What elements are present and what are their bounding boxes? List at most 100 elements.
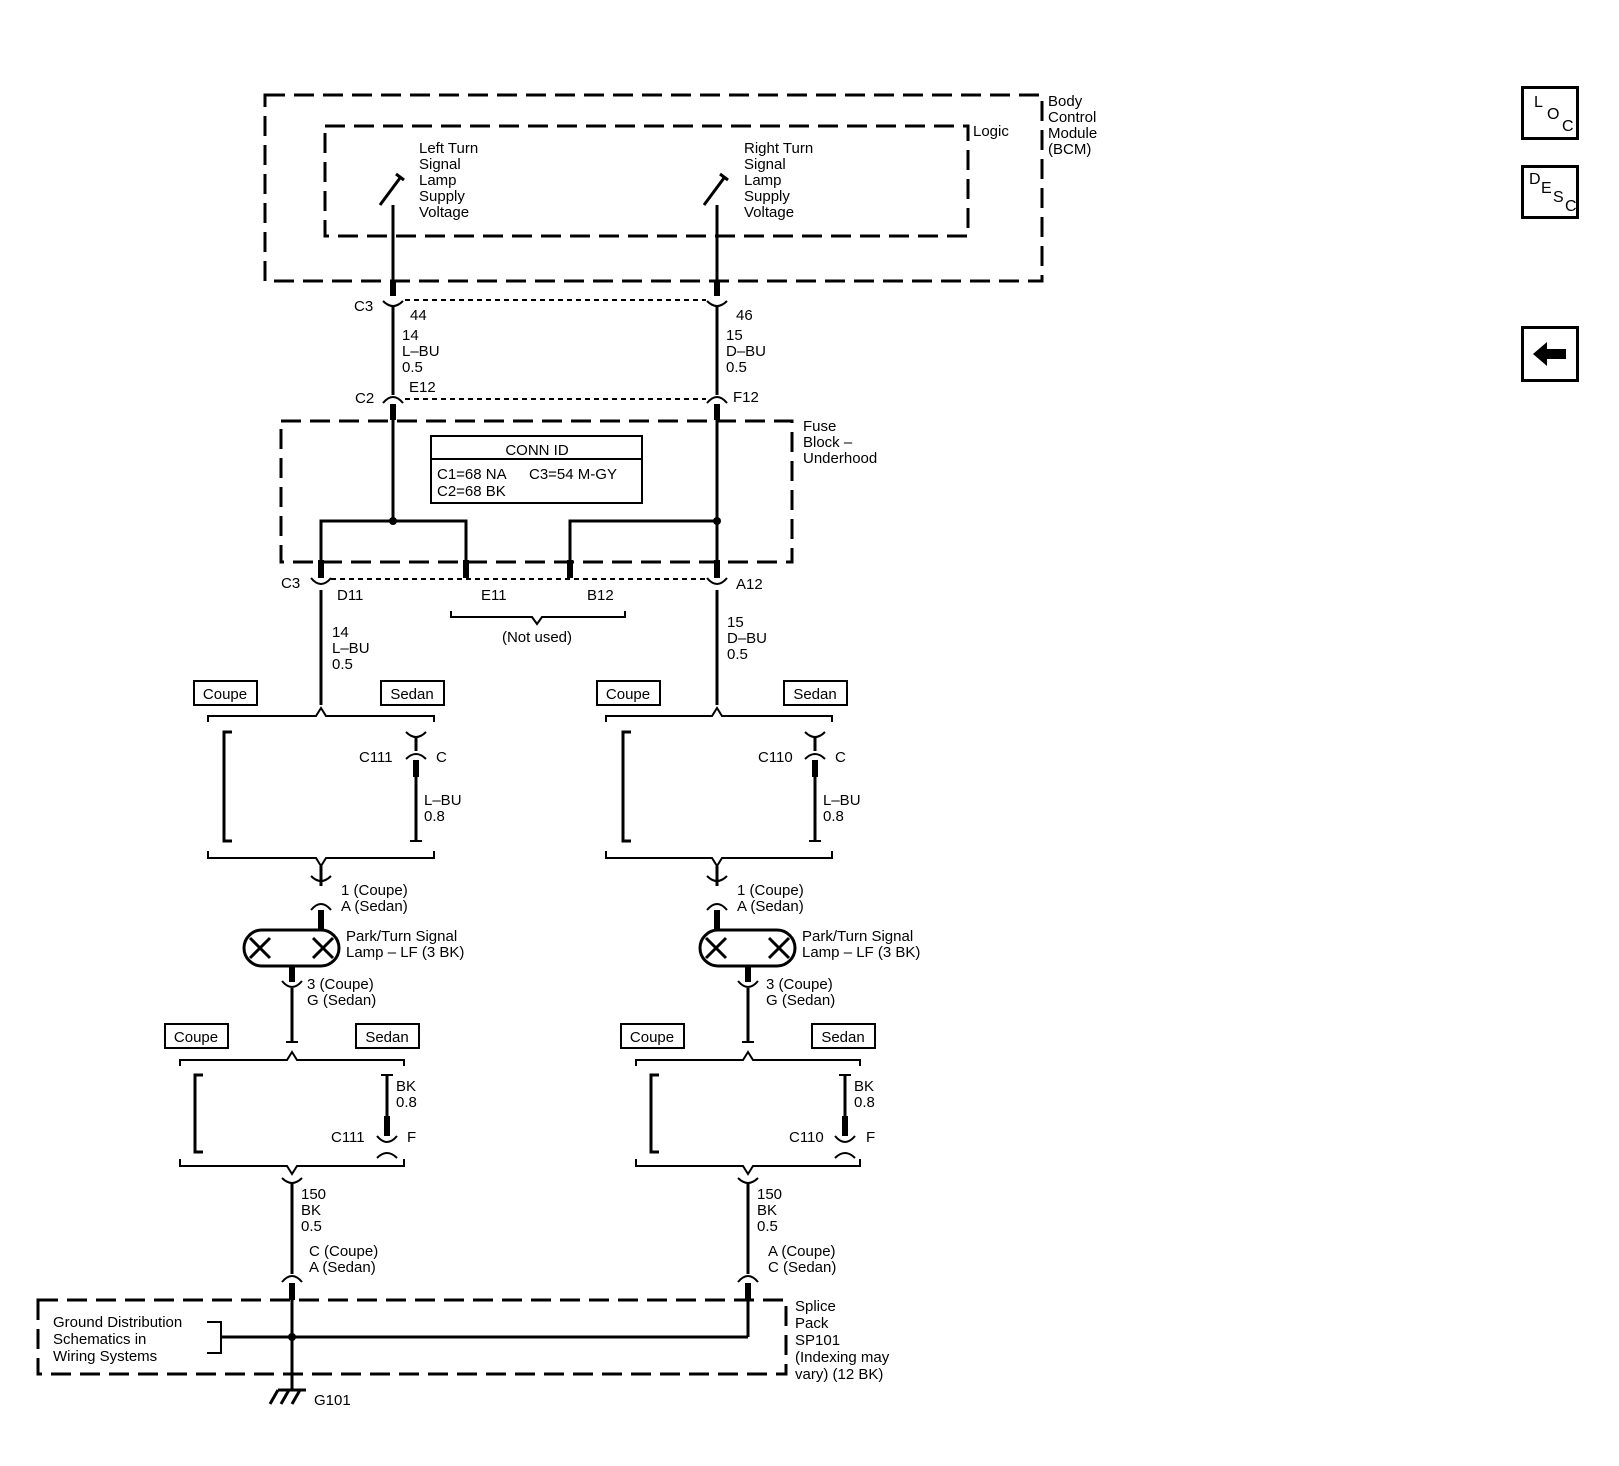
ground-dist-label-2: Schematics in (53, 1331, 146, 1348)
left-sedan-feed-label-2: 0.8 (424, 808, 445, 825)
right-upper-coupe-text: Coupe (606, 686, 650, 703)
logic-label: Logic (973, 123, 1009, 140)
c111-upper-pin-label: C (436, 749, 447, 766)
splice-pack-label-3: SP101 (795, 1332, 840, 1349)
c3-mid-left-connector (310, 577, 332, 585)
right-splice-label-1: A (Coupe) (768, 1243, 836, 1260)
conn-id-line1b: C3=54 M-GY (529, 466, 617, 483)
right-ground-wire-label-1: 150 (757, 1186, 782, 1203)
desc-button[interactable]: D E S C (1521, 165, 1579, 219)
desc-letter-d: D (1529, 171, 1541, 188)
loc-button[interactable]: L O C (1521, 86, 1579, 140)
c3-mid-label: C3 (281, 575, 300, 592)
right-lower-coupe-bypass (649, 1073, 659, 1154)
c110-upper-label: C110 (758, 749, 793, 766)
desc-letter-e: E (1541, 180, 1552, 197)
loc-letter-l: L (1534, 94, 1543, 111)
ground-dist-bracket (207, 1321, 222, 1354)
fuse-block-label-3: Underhood (803, 450, 877, 467)
left-fuse-wire-label-2: L–BU (332, 640, 370, 657)
left-splice-label-1: C (Coupe) (309, 1243, 378, 1260)
right-upper-sedan-text: Sedan (793, 686, 836, 703)
splice-pack-outline (36, 1298, 788, 1376)
not-used-label: (Not used) (502, 629, 572, 646)
right-sedan-feed-label-1: L–BU (823, 792, 861, 809)
c110-upper-pin-label: C (835, 749, 846, 766)
right-ground-wire-label-2: BK (757, 1202, 777, 1219)
c2-label: C2 (355, 390, 374, 407)
pin-46-label: 46 (736, 307, 753, 324)
bcm-label-2: Control (1048, 109, 1096, 126)
fuse-block-label-2: Block – (803, 434, 853, 451)
right-supply-label-3: Lamp (744, 172, 782, 189)
pin-44-label: 44 (410, 307, 427, 324)
right-sedan-ground-label-2: 0.8 (854, 1094, 875, 1111)
right-lower-coupe-tag (620, 1023, 685, 1049)
left-sedan-ground-label-1: BK (396, 1078, 416, 1095)
desc-letter-c: C (1565, 198, 1577, 215)
c110-upper-connector (804, 753, 826, 760)
splice-pack-label-4: (Indexing may (795, 1349, 890, 1366)
left-lower-coupe-bypass (193, 1073, 203, 1154)
back-button[interactable] (1521, 326, 1579, 382)
right-supply-label-4: Supply (744, 188, 790, 205)
c3-top-right-connector (706, 300, 728, 307)
loc-letter-c: C (1562, 118, 1574, 135)
bcm-outline (263, 93, 1044, 283)
c3-top-left-connector (382, 300, 404, 307)
left-bcm-wire-label-1: 14 (402, 327, 419, 344)
ground-icon (268, 1388, 306, 1405)
right-bcm-wire-label-3: 0.5 (726, 359, 747, 376)
left-supply-label-3: Lamp (419, 172, 457, 189)
right-fuse-wire-label-2: D–BU (727, 630, 767, 647)
c111-upper-connector (405, 753, 427, 760)
right-fuse-wire-label-3: 0.5 (727, 646, 748, 663)
logic-outline (323, 124, 970, 238)
right-supply-label-2: Signal (744, 156, 786, 173)
c2-left-connector (382, 396, 404, 404)
pin-e11-label: E11 (481, 587, 507, 604)
right-sedan-feed-label-2: 0.8 (823, 808, 844, 825)
left-fuse-wire-label-1: 14 (332, 624, 349, 641)
left-lower-coupe-tag (164, 1023, 229, 1049)
right-lamp-in-label-2: A (Sedan) (737, 898, 804, 915)
conn-id-title: CONN ID (505, 442, 569, 459)
right-switch-icon (702, 172, 729, 206)
right-lamp-name-1: Park/Turn Signal (802, 928, 913, 945)
c111-lower-label: C111 (331, 1129, 365, 1146)
bcm-label-4: (BCM) (1048, 141, 1091, 158)
left-ground-wire-label-1: 150 (301, 1186, 326, 1203)
right-coupe-bypass (621, 730, 631, 843)
c2-right-connector (706, 396, 728, 404)
conn-id-line1a: C1=68 NA (437, 466, 507, 483)
left-coupe-bypass (222, 730, 232, 843)
left-upper-sedan-tag (380, 680, 445, 706)
left-bcm-wire-label-2: L–BU (402, 343, 440, 360)
left-upper-coupe-tag (193, 680, 258, 706)
right-upper-sedan-tag (783, 680, 848, 706)
ground-dist-label-1: Ground Distribution (53, 1314, 182, 1331)
left-sedan-ground-label-2: 0.8 (396, 1094, 417, 1111)
c3-mid-right-connector (706, 577, 728, 585)
splice-node (288, 1333, 296, 1341)
conn-id-line2: C2=68 BK (437, 483, 506, 500)
left-splice-label-2: A (Sedan) (309, 1259, 376, 1276)
right-lower-sedan-text: Sedan (821, 1029, 864, 1046)
pin-d11-label: D11 (337, 587, 363, 604)
right-bcm-wire-label-1: 15 (726, 327, 743, 344)
right-sedan-ground-label-1: BK (854, 1078, 874, 1095)
c110-lower-connector (834, 1135, 856, 1143)
right-upper-coupe-tag (596, 680, 661, 706)
ground-dist-label-3: Wiring Systems (53, 1348, 157, 1365)
left-lamp-name-2: Lamp – LF (3 BK) (346, 944, 464, 961)
bcm-label-3: Module (1048, 125, 1097, 142)
left-supply-label-2: Signal (419, 156, 461, 173)
c111-lower-connector (376, 1135, 398, 1143)
left-ground-wire-label-2: BK (301, 1202, 321, 1219)
left-lamp-out-label-2: G (Sedan) (307, 992, 376, 1009)
left-ground-wire-label-3: 0.5 (301, 1218, 322, 1235)
left-lamp-in-label-1: 1 (Coupe) (341, 882, 408, 899)
ground-label: G101 (314, 1392, 351, 1409)
c3-top-label: C3 (354, 298, 373, 315)
